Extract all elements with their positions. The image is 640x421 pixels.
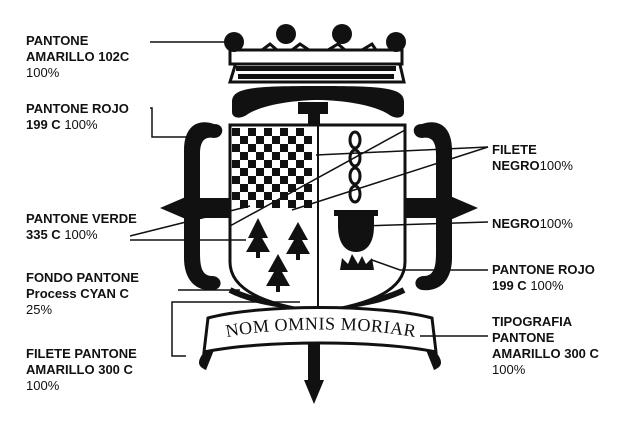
- callout-percent: 100%: [530, 278, 564, 293]
- callout-pantone-rojo-top: PANTONE ROJO 199 C 100%: [26, 101, 129, 133]
- flames-icon: [340, 254, 374, 270]
- callout-code: 199 C: [26, 117, 61, 132]
- callout-name: FONDO PANTONE: [26, 270, 139, 285]
- callout-percent: 100%: [492, 362, 526, 377]
- callout-name: PANTONE: [26, 33, 89, 48]
- callout-name: PANTONE ROJO: [26, 101, 129, 116]
- callout-name: PANTONE ROJO: [492, 262, 595, 277]
- checkerboard-icon: [232, 128, 312, 208]
- callout-negro: NEGRO100%: [492, 216, 573, 232]
- callout-code: AMARILLO 102C: [26, 49, 130, 64]
- callout-pantone-rojo-right: PANTONE ROJO 199 C 100%: [492, 262, 595, 294]
- callout-name: TIPOGRAFIA: [492, 314, 573, 329]
- pine-tree-icon: [246, 218, 310, 292]
- callout-percent: 25%: [26, 302, 53, 317]
- callout-percent: 100%: [26, 378, 60, 393]
- crown-icon: [224, 24, 406, 84]
- callout-filete-negro: FILETE NEGRO100%: [492, 142, 573, 174]
- callout-code: Process CYAN C: [26, 286, 129, 301]
- callout-code: AMARILLO 300 C: [492, 346, 599, 361]
- callout-pantone-verde: PANTONE VERDE 335 C 100%: [26, 211, 137, 243]
- callout-name: FILETE: [492, 142, 537, 157]
- shield: [228, 123, 407, 314]
- callout-name: FILETE PANTONE: [26, 346, 137, 361]
- callout-code: 199 C: [492, 278, 527, 293]
- callout-pantone-amarillo-102c: PANTONE AMARILLO 102C 100%: [26, 33, 129, 81]
- cauldron-icon: [334, 210, 378, 252]
- chain-icon: [348, 130, 362, 204]
- banner-ribbon-icon: NOM OMNIS MORIAR: [199, 306, 441, 370]
- callout-code: AMARILLO 300 C: [26, 362, 133, 377]
- callout-percent: 100%: [64, 117, 98, 132]
- callout-percent: 100%: [539, 216, 573, 231]
- callout-code: NEGRO: [492, 158, 540, 173]
- callout-percent: 100%: [26, 65, 60, 80]
- callout-name: PANTONE VERDE: [26, 211, 137, 226]
- leader-lines: [129, 41, 489, 357]
- callout-tipografia: TIPOGRAFIA PANTONE AMARILLO 300 C 100%: [492, 314, 599, 378]
- callout-percent: 100%: [539, 158, 573, 173]
- callout-fondo-pantone: FONDO PANTONE Process CYAN C 25%: [26, 270, 139, 318]
- callout-code: NEGRO: [492, 216, 540, 231]
- callout-name-2: PANTONE: [492, 330, 555, 345]
- callout-filete-pantone: FILETE PANTONE AMARILLO 300 C 100%: [26, 346, 137, 394]
- callout-code: 335 C: [26, 227, 61, 242]
- callout-percent: 100%: [64, 227, 98, 242]
